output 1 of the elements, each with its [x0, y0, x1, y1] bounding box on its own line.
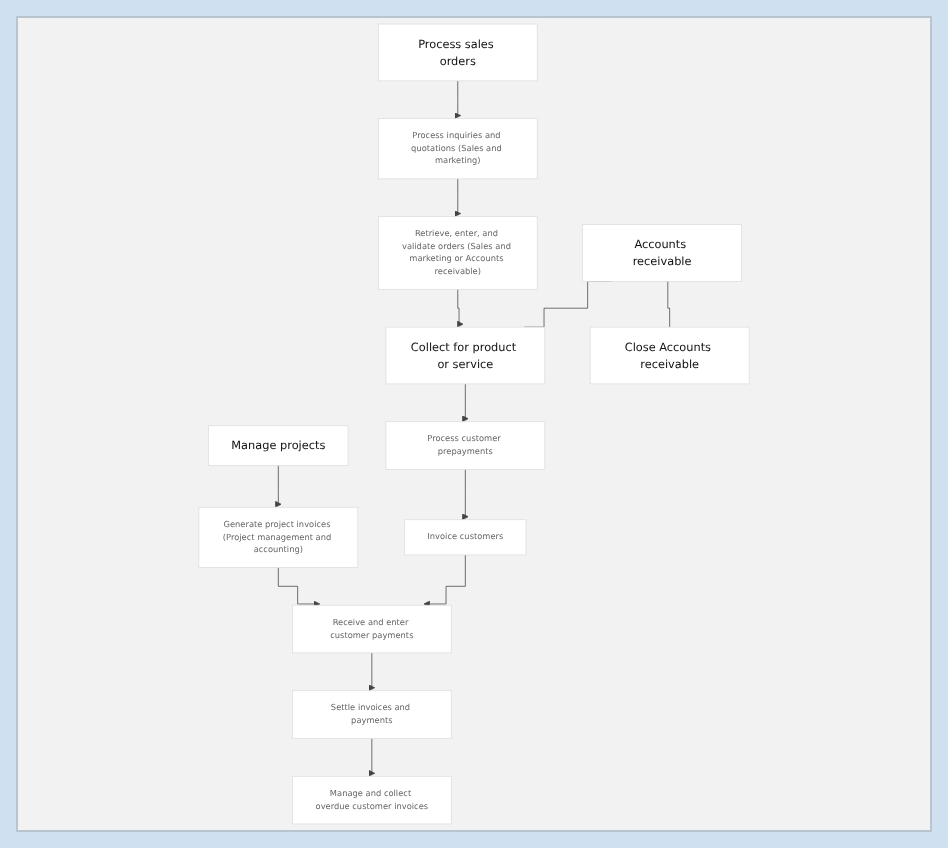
connector — [665, 280, 671, 328]
